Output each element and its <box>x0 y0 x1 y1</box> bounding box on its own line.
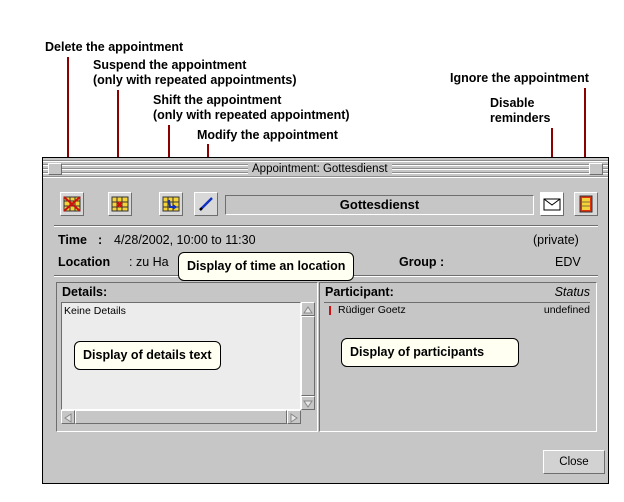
suspend-button[interactable] <box>108 192 132 216</box>
window-title: Appointment: Gottesdienst <box>248 162 392 176</box>
callout-details: Display of details text <box>74 341 221 370</box>
annotation-ignore: Ignore the appointment <box>450 71 589 85</box>
suspend-icon <box>111 196 129 212</box>
details-header: Details: <box>62 285 108 299</box>
delete-icon <box>63 196 81 212</box>
list-item[interactable]: Rüdiger Goetz undefined <box>324 304 592 318</box>
ignore-button[interactable] <box>574 192 598 216</box>
separator <box>54 225 598 227</box>
participant-name: Rüdiger Goetz <box>338 304 406 316</box>
participant-status: undefined <box>543 304 590 316</box>
envelope-icon <box>543 198 561 211</box>
annotation-modify: Modify the appointment <box>197 128 338 142</box>
annotation-disable: Disable reminders <box>490 96 551 125</box>
participants-header: Participant: <box>325 285 394 299</box>
group-value: EDV <box>555 255 581 269</box>
annotation-suspend: Suspend the appointment (only with repea… <box>93 58 297 87</box>
details-text: Keine Details <box>64 305 126 317</box>
location-value: : zu Ha <box>129 255 169 269</box>
subject-field: Gottesdienst <box>225 195 534 215</box>
close-button[interactable]: Close <box>543 450 605 474</box>
modify-button[interactable] <box>194 192 218 216</box>
time-colon: : <box>98 233 103 247</box>
time-value: 4/28/2002, 10:00 to 11:30 <box>114 233 256 247</box>
window-menu-box[interactable] <box>48 163 62 175</box>
time-label: Time <box>58 233 87 247</box>
scroll-left-arrow-icon[interactable] <box>61 410 75 424</box>
privacy-value: (private) <box>533 233 579 247</box>
callout-time-location: Display of time an location <box>178 252 355 281</box>
details-vertical-scrollbar[interactable] <box>301 302 315 410</box>
scroll-right-arrow-icon[interactable] <box>287 410 301 424</box>
shift-icon <box>162 196 180 212</box>
annotation-shift: Shift the appointment (only with repeate… <box>153 93 350 122</box>
participant-status-marker <box>329 306 331 315</box>
details-horizontal-scrollbar[interactable] <box>61 410 301 424</box>
status-header: Status <box>554 285 590 299</box>
pencil-icon <box>199 197 213 211</box>
group-label: Group : <box>399 255 445 269</box>
annotation-delete: Delete the appointment <box>45 40 184 54</box>
participants-divider <box>324 302 590 303</box>
location-label: Location <box>58 255 111 269</box>
disable-reminders-button[interactable] <box>540 192 564 216</box>
title-bar[interactable]: Appointment: Gottesdienst <box>43 158 608 180</box>
scroll-down-arrow-icon[interactable] <box>301 396 315 410</box>
shift-button[interactable] <box>159 192 183 216</box>
scroll-up-arrow-icon[interactable] <box>301 302 315 316</box>
horizontal-scroll-thumb[interactable] <box>75 410 287 424</box>
window-close-box[interactable] <box>589 163 603 175</box>
scroll-thumb[interactable] <box>301 316 315 396</box>
delete-button[interactable] <box>60 192 84 216</box>
callout-participants: Display of participants <box>341 338 519 367</box>
ignore-icon <box>579 195 593 213</box>
appointment-window: Appointment: Gottesdienst <box>42 157 609 484</box>
